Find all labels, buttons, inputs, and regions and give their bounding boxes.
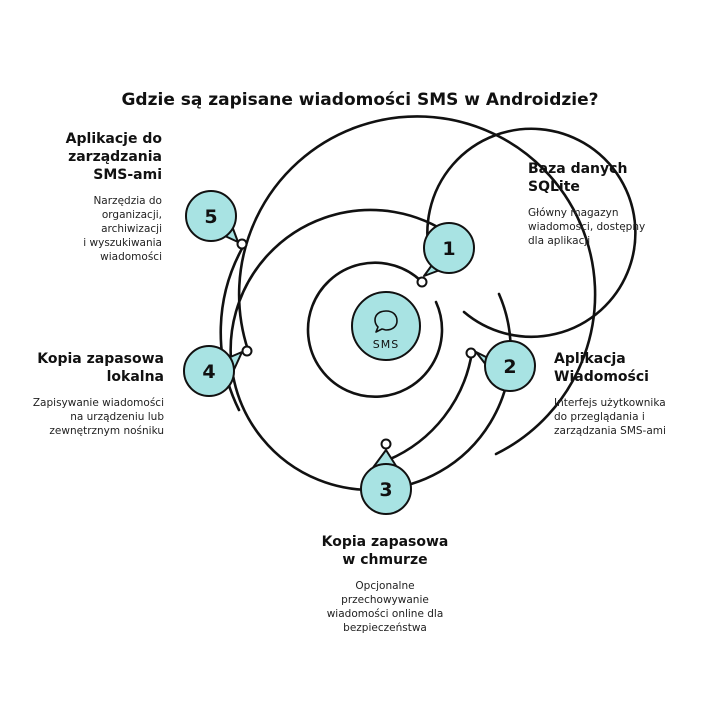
center-sms-node: SMS: [351, 291, 421, 361]
label-item-1: Baza danych SQLite Główny magazyn wiadom…: [528, 160, 658, 248]
label-item-5: Aplikacje do zarządzania SMS-ami Narzędz…: [40, 130, 162, 264]
item-4-title-line: Kopia zapasowa: [37, 351, 164, 367]
node-number-1: 1: [442, 238, 455, 260]
item-5-title-line: Aplikacje do: [65, 131, 162, 147]
item-1-desc-line: Główny magazyn: [528, 207, 619, 219]
item-1-desc-line: dla aplikacji: [528, 235, 591, 247]
ring-1: [306, 261, 444, 398]
item-4-title-line: lokalna: [106, 369, 164, 385]
ring-2: [426, 127, 637, 339]
node-bubble-5: 5: [185, 190, 239, 243]
item-5-desc-line: organizacji, archiwizacji: [101, 209, 162, 235]
node-number-4: 4: [202, 361, 215, 383]
item-2-desc-line: do przeglądania i: [554, 411, 645, 423]
label-item-4: Kopia zapasowa lokalna Zapisywanie wiado…: [20, 350, 164, 438]
node-number-5: 5: [204, 206, 217, 228]
ring-6: [219, 243, 246, 412]
chat-bubble-icon: [374, 310, 398, 333]
item-5-title: Aplikacje do zarządzania SMS-ami: [40, 130, 162, 184]
diagram-title: Gdzie są zapisane wiadomości SMS w Andro…: [121, 90, 599, 110]
item-5-desc-line: wiadomości: [100, 251, 162, 263]
item-4-desc-line: Zapisywanie wiadomości: [32, 397, 164, 409]
item-3-title: Kopia zapasowa w chmurze: [310, 533, 460, 569]
item-3-description: Opcjonalne przechowywanie wiadomości onl…: [310, 579, 460, 635]
item-5-title-line: zarządzania: [68, 149, 162, 165]
connector-dot-4: [241, 345, 253, 357]
item-5-desc-line: i wyszukiwania: [83, 237, 162, 249]
item-3-desc-line: Opcjonalne: [355, 580, 415, 592]
item-4-desc-line: na urządzeniu lub: [70, 411, 164, 423]
item-1-title-line: SQLite: [528, 179, 580, 195]
node-number-3: 3: [379, 479, 392, 501]
item-4-description: Zapisywanie wiadomości na urządzeniu lub…: [20, 396, 164, 438]
label-item-3: Kopia zapasowa w chmurze Opcjonalne prze…: [310, 533, 460, 635]
item-3-desc-line: przechowywanie: [341, 594, 429, 606]
ring-3: [229, 208, 512, 492]
item-1-title-line: Baza danych: [528, 161, 628, 177]
item-2-title: Aplikacja Wiadomości: [554, 350, 704, 386]
item-3-title-line: Kopia zapasowa: [321, 534, 449, 550]
item-2-desc-line: zarządzania SMS-ami: [554, 425, 666, 437]
item-3-desc-line: bezpieczeństwa: [343, 622, 427, 634]
item-5-description: Narzędzia do organizacji, archiwizacji i…: [40, 194, 162, 264]
node-bubble-1: 1: [423, 222, 475, 277]
item-3-title-line: w chmurze: [342, 552, 428, 568]
item-2-desc-line: Interfejs użytkownika: [554, 397, 666, 409]
item-5-title-line: SMS-ami: [93, 167, 162, 183]
item-1-title: Baza danych SQLite: [528, 160, 658, 196]
item-3-desc-line: wiadomości online dla: [326, 608, 444, 620]
connector-dot-5: [236, 238, 248, 250]
connector-dot-3: [380, 438, 392, 450]
node-bubble-2: 2: [475, 340, 536, 392]
node-number-2: 2: [503, 356, 516, 378]
item-2-title-line: Aplikacja: [554, 351, 626, 367]
item-1-desc-line: wiadomości, dostępny: [528, 221, 646, 233]
item-4-title: Kopia zapasowa lokalna: [20, 350, 164, 386]
ring-4: [386, 350, 474, 462]
item-2-title-line: Wiadomości: [554, 369, 649, 385]
label-item-2: Aplikacja Wiadomości Interfejs użytkowni…: [554, 350, 704, 438]
item-2-description: Interfejs użytkownika do przeglądania i …: [554, 396, 704, 438]
connector-dot-1: [416, 276, 428, 288]
item-1-description: Główny magazyn wiadomości, dostępny dla …: [528, 206, 658, 248]
connector-dot-2: [465, 347, 477, 359]
node-bubble-3: 3: [360, 449, 412, 515]
center-sms-label: SMS: [373, 338, 399, 351]
item-5-desc-line: Narzędzia do: [93, 195, 162, 207]
ring-5: [237, 115, 597, 456]
item-4-desc-line: zewnętrznym nośniku: [49, 425, 164, 437]
node-bubble-4: 4: [183, 345, 243, 397]
